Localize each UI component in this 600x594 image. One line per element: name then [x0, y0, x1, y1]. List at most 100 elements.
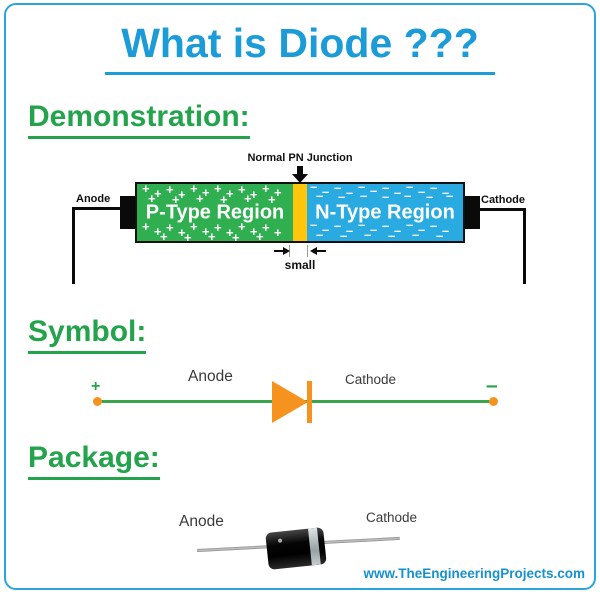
positive-charge-symbol: + — [196, 191, 204, 206]
negative-charge-symbol: – — [436, 228, 444, 241]
diode-cathode-bar-icon — [307, 381, 312, 423]
positive-charge-symbol: + — [142, 219, 150, 234]
positive-charge-symbol: + — [202, 224, 210, 239]
positive-charge-symbol: + — [208, 229, 216, 241]
anode-wire-vertical — [72, 207, 75, 284]
positive-charge-symbol: + — [190, 219, 198, 234]
negative-charge-symbol: – — [358, 217, 366, 232]
symbol-cathode-label: Cathode — [345, 372, 397, 387]
negative-charge-symbol: – — [406, 217, 414, 232]
symbol-anode-label: Anode — [188, 368, 233, 385]
pn-junction-strip — [293, 184, 307, 241]
positive-charge-symbol: + — [166, 184, 174, 197]
negative-charge-symbol: – — [430, 184, 438, 195]
positive-charge-symbol: + — [172, 192, 180, 207]
positive-charge-symbol: + — [226, 186, 234, 201]
positive-charge-symbol: + — [226, 225, 234, 240]
negative-charge-symbol: – — [316, 188, 324, 203]
negative-charge-symbol: – — [340, 228, 348, 241]
positive-charge-symbol: + — [148, 191, 156, 206]
negative-charge-symbol: – — [370, 184, 378, 198]
negative-charge-symbol: – — [310, 184, 318, 194]
negative-charge-symbol: – — [358, 184, 366, 194]
positive-charge-symbol: + — [214, 220, 222, 235]
negative-charge-symbol: – — [442, 185, 450, 200]
positive-charge-symbol: + — [154, 186, 162, 201]
negative-charge-symbol: – — [338, 189, 346, 204]
dimension-arrow-left-line — [274, 250, 284, 252]
package-cathode-label: Cathode — [366, 510, 418, 525]
negative-charge-symbol: – — [404, 188, 412, 203]
n-type-region-label: N-Type Region — [315, 201, 455, 223]
positive-charge-symbol: + — [268, 192, 276, 207]
positive-charge-symbol: + — [274, 185, 282, 200]
cathode-wire-vertical — [523, 208, 526, 284]
diode-package-body — [265, 527, 327, 570]
negative-charge-symbol: – — [442, 223, 450, 238]
negative-charge-symbol: – — [370, 222, 378, 237]
positive-charge-symbol: + — [262, 220, 270, 235]
negative-charge-symbol: – — [418, 222, 426, 237]
positive-charge-symbol: + — [214, 184, 222, 196]
positive-charge-symbol: + — [238, 219, 246, 234]
negative-charge-symbol: – — [430, 218, 438, 233]
positive-charge-symbol: + — [154, 224, 162, 239]
positive-charge-symbol: + — [160, 229, 168, 241]
negative-charge-symbol: – — [394, 185, 402, 200]
watermark-url: www.TheEngineeringProjects.com — [363, 566, 585, 581]
positive-charge-symbol: + — [184, 230, 192, 241]
positive-charge-symbol: + — [220, 192, 228, 207]
positive-charge-symbol: + — [262, 184, 270, 196]
junction-pointer-arrow-icon — [292, 174, 308, 183]
package-heading: Package: — [28, 441, 160, 480]
negative-charge-symbol: – — [426, 189, 434, 204]
negative-charge-symbol: – — [334, 184, 342, 195]
pn-junction-label: Normal PN Junction — [247, 152, 353, 164]
positive-charge-symbol: + — [202, 185, 210, 200]
anode-contact — [120, 196, 137, 229]
positive-charge-symbol: + — [274, 225, 282, 240]
symbol-heading-wrap: Symbol: — [28, 315, 147, 354]
demo-cathode-label: Cathode — [481, 194, 525, 206]
positive-charge-symbol: + — [142, 184, 150, 196]
positive-charge-symbol: + — [250, 187, 258, 202]
negative-charge-symbol: – — [346, 185, 354, 200]
minus-sign: – — [486, 374, 498, 397]
symbol-cathode-terminal-dot — [489, 397, 498, 406]
negative-charge-symbol: – — [406, 184, 414, 194]
n-type-region: N-Type Region ––––––––––––––––––––––––––… — [307, 184, 463, 241]
negative-charge-symbol: – — [388, 228, 396, 241]
positive-charge-symbol: + — [244, 191, 252, 206]
symbol-anode-terminal-dot — [93, 397, 102, 406]
cathode-contact — [463, 196, 480, 229]
negative-charge-symbol: – — [322, 184, 330, 199]
positive-charge-symbol: + — [250, 224, 258, 239]
negative-charge-symbol: – — [364, 227, 372, 241]
negative-charge-symbol: – — [412, 227, 420, 241]
symbol-heading: Symbol: — [28, 315, 147, 354]
p-type-region-label: P-Type Region — [145, 201, 285, 223]
demo-anode-label: Anode — [76, 193, 111, 205]
negative-charge-symbol: – — [310, 217, 318, 232]
positive-charge-symbol: + — [256, 229, 264, 241]
negative-charge-symbol: – — [316, 227, 324, 241]
negative-charge-symbol: – — [394, 223, 402, 238]
demonstration-heading-wrap: Demonstration: — [28, 100, 250, 139]
negative-charge-symbol: – — [360, 188, 368, 203]
cathode-wire-horizontal — [478, 208, 526, 211]
junction-pointer-arrow-stem — [297, 166, 303, 175]
negative-charge-symbol: – — [446, 188, 454, 203]
plus-sign: + — [91, 378, 101, 395]
positive-charge-symbol: + — [166, 220, 174, 235]
junction-width-label: small — [284, 258, 316, 272]
positive-charge-symbol: + — [238, 184, 246, 197]
negative-charge-symbol: – — [418, 184, 426, 199]
positive-charge-symbol: + — [178, 187, 186, 202]
diode-triangle-icon — [272, 381, 308, 423]
anode-wire-horizontal — [72, 207, 122, 210]
title-row: What is Diode ??? — [0, 20, 600, 75]
dimension-tick-right — [307, 245, 308, 257]
package-glint — [277, 538, 283, 543]
negative-charge-symbol: – — [346, 223, 354, 238]
